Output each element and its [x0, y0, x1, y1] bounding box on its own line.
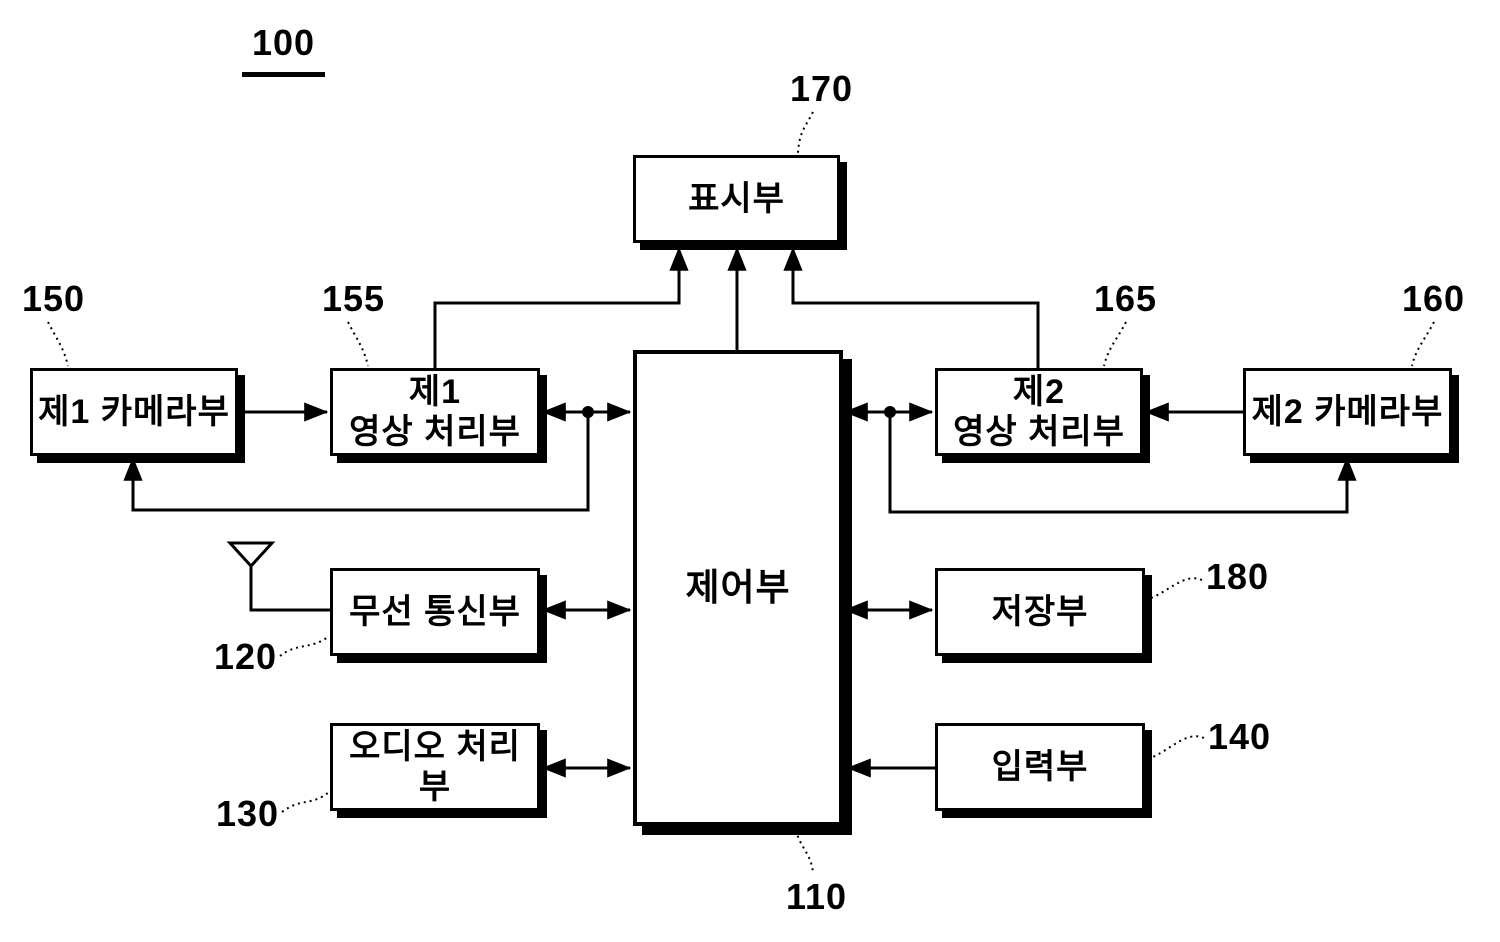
block-storage-label: 저장부 — [991, 592, 1089, 631]
block-input-unit: 입력부 — [935, 723, 1145, 811]
ref-label-165: 165 — [1094, 278, 1158, 319]
block-camera1-unit: 제1 카메라부 — [30, 368, 238, 456]
arrow-controller-to-camera1-feedback — [123, 412, 590, 512]
block-storage-unit: 저장부 — [935, 568, 1145, 656]
block-image-processor2-label: 제2 영상 처리부 — [953, 372, 1125, 451]
arrow-isp2-to-display — [783, 246, 1040, 368]
block-wireless-comm-label: 무선 통신부 — [349, 592, 521, 631]
leader-165 — [1103, 321, 1127, 367]
arrow-controller-to-camera2-feedback — [888, 412, 1357, 514]
leader-150 — [47, 321, 69, 367]
block-controller-label: 제어부 — [685, 567, 791, 609]
leader-110 — [795, 829, 814, 875]
reference-leader-lines — [47, 111, 1435, 875]
figure-number: 100 — [242, 22, 326, 77]
ref-label-150: 150 — [22, 278, 86, 319]
leader-180 — [1147, 577, 1203, 600]
ref-label-180: 180 — [1206, 556, 1270, 597]
block-image-processor1-unit: 제1 영상 처리부 — [330, 368, 540, 456]
ref-label-160: 160 — [1402, 278, 1466, 319]
junction-dot-left — [582, 406, 594, 418]
block-display-label: 표시부 — [688, 179, 785, 218]
leader-120 — [279, 635, 330, 657]
block-camera2-label: 제2 카메라부 — [1251, 392, 1444, 431]
block-camera2-unit: 제2 카메라부 — [1243, 368, 1452, 456]
ref-label-170: 170 — [790, 68, 854, 109]
arrow-isp1-to-display — [433, 246, 689, 368]
leader-140 — [1149, 735, 1205, 759]
ref-label-120: 120 — [214, 636, 278, 677]
block-image-processor1-label: 제1 영상 처리부 — [349, 372, 521, 451]
ref-label-140: 140 — [1208, 716, 1272, 757]
ref-label-110: 110 — [786, 876, 848, 917]
ref-label-155: 155 — [322, 278, 386, 319]
block-audio-processor-unit: 오디오 처리부 — [330, 723, 540, 811]
block-audio-processor-label: 오디오 처리부 — [349, 727, 521, 806]
ref-label-130: 130 — [216, 793, 280, 834]
leader-170 — [797, 111, 814, 154]
block-image-processor2-unit: 제2 영상 처리부 — [935, 368, 1143, 456]
block-camera1-label: 제1 카메라부 — [38, 392, 230, 431]
block-display-unit: 표시부 — [633, 155, 840, 243]
leader-160 — [1411, 321, 1435, 367]
leader-155 — [347, 321, 369, 367]
junction-dot-right — [884, 406, 896, 418]
block-input-label: 입력부 — [991, 747, 1089, 786]
antenna-icon — [226, 541, 330, 612]
block-controller-unit: 제어부 — [633, 350, 843, 826]
leader-130 — [281, 791, 330, 813]
block-wireless-comm-unit: 무선 통신부 — [330, 568, 540, 656]
